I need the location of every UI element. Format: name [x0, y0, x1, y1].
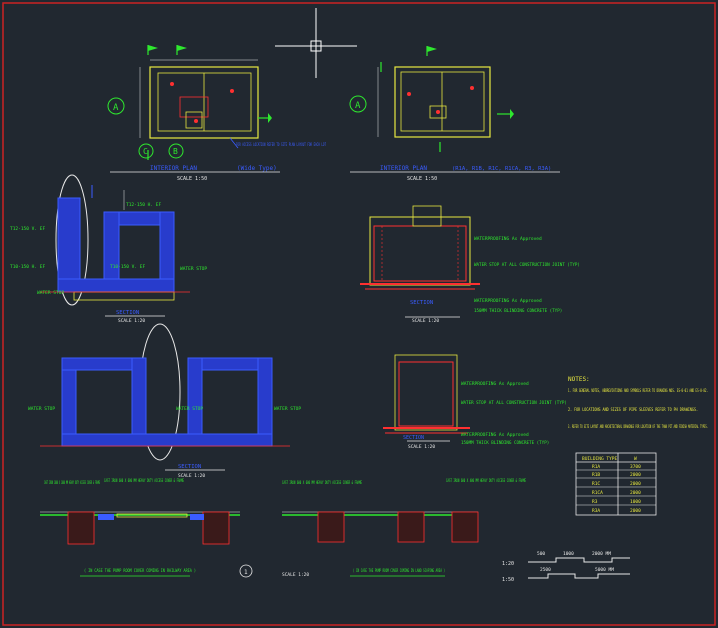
plan-2 — [349, 46, 560, 173]
water-stop-label-5: WATER STOP — [274, 406, 301, 412]
scale-bar-1-tick: 2000 MM — [592, 551, 611, 557]
section-1-title: SECTION — [116, 310, 139, 316]
table-cell-val: 3700 — [630, 464, 641, 470]
rebar-label-4: T10-150 V. EF — [110, 264, 146, 270]
waterproofing-1: WATERPROOFING As Approved — [474, 236, 542, 242]
scale-bar-1-label: 1:20 — [502, 561, 514, 567]
plan-1 — [107, 45, 280, 173]
water-stop-label-4: WATER STOP — [176, 406, 203, 412]
crosshair-cursor-icon — [275, 8, 357, 78]
table-cell-val: 2000 — [630, 481, 641, 487]
scale-bar-2-tick: 5000 MM — [595, 567, 614, 573]
grid-bubble-1: 1 — [244, 569, 248, 576]
building-type-table: BUILDING TYPE W R1A 3700 R1B 2000 R1C 20… — [575, 452, 657, 516]
table-cell-type: R1A — [592, 464, 600, 470]
cover-detail-1 — [40, 511, 240, 577]
grid-bubble-b-1: B — [173, 147, 178, 156]
plan-1-title: INTERIOR PLAN — [150, 165, 197, 172]
plan-1-note: FOR ACCESS LOCATION REFER TO SITE PLAN L… — [236, 142, 326, 148]
plan-2-title: INTERIOR PLAN — [380, 165, 427, 172]
table-cell-val: 2000 — [630, 508, 641, 514]
note-3: 3. REFER TO SITE LAYOUT AND ARCHITECTURA… — [568, 424, 708, 430]
scale-bar-2-tick: 2500 — [540, 567, 551, 573]
waterproofing-2: WATERPROOFING As Approved — [474, 298, 542, 304]
cover-detail-scale: SCALE 1:20 — [282, 572, 309, 578]
section-3-title: SECTION — [178, 464, 201, 470]
scale-bars: 1:20 1:50 500 1000 2000 MM 2500 5000 MM — [502, 551, 630, 583]
cover-note-1: ( IN CASE THE PUMP ROOM COVER COMING IN … — [84, 568, 196, 574]
water-stop-note-1: WATER STOP AT ALL CONSTRUCTION JOINT (TY… — [474, 262, 580, 267]
section-4-scale: SCALE 1:20 — [408, 444, 435, 450]
section-2 — [360, 205, 480, 318]
blinding-1: 150MM THICK BLINDING CONCRETE (TYP) — [474, 308, 562, 313]
section-2-title: SECTION — [410, 300, 433, 306]
table-header-val: W — [634, 456, 637, 462]
cover-note-2: ( IN CASE THE PUMP ROOM COVER COMING IN … — [353, 568, 445, 574]
section-3 — [40, 323, 290, 471]
plan-1-subtitle: (Wide Type) — [237, 165, 277, 172]
water-stop-label-1: WATER STOP — [37, 290, 64, 296]
table-cell-type: R3A — [592, 508, 600, 514]
grid-bubble-a-2: A — [355, 101, 361, 111]
note-1: 1. FOR GENERAL NOTES, ABBREVIATIONS AND … — [568, 388, 708, 394]
table-cell-type: R1B — [592, 472, 600, 478]
waterproofing-3: WATERPROOFING As Approved — [461, 381, 529, 387]
cast-iron-1: CAST IRON 1000 X 1000 MM HEAVY DUTY ACCE… — [44, 480, 100, 485]
cast-iron-4: CAST IRON 600 X 400 MM HEAVY DUTY ACCESS… — [446, 478, 526, 483]
rebar-label-2: T12-150 H. EF — [126, 202, 162, 208]
water-stop-label-2: WATER STOP — [180, 266, 207, 272]
section-2-scale: SCALE 1:20 — [412, 318, 439, 324]
water-stop-label-3: WATER STOP — [28, 406, 55, 412]
blinding-2: 150MM THICK BLINDING CONCRETE (TYP) — [461, 440, 549, 445]
detail-marker-icon — [239, 564, 253, 578]
plan-2-subtitle: (R1A, R1B, R1C, R1CA, R3, R3A) — [452, 166, 551, 172]
table-cell-val: 2000 — [630, 472, 641, 478]
cast-iron-2: CAST IRON 600 X 600 MM HEAVY DUTY ACCESS… — [104, 478, 184, 483]
water-stop-note-2: WATER STOP AT ALL CONSTRUCTION JOINT (TY… — [461, 400, 567, 405]
rebar-label-3: T10-150 H. EF — [10, 264, 46, 270]
table-cell-type: R1C — [592, 481, 600, 487]
grid-bubble-a-1: A — [113, 103, 119, 113]
scale-bar-1-tick: 1000 — [563, 551, 574, 557]
cast-iron-3: CAST IRON 600 X 600 MM HEAVY DUTY ACCESS… — [282, 480, 362, 485]
table-cell-type: R1CA — [592, 490, 603, 496]
plan-2-scale: SCALE 1:50 — [407, 176, 437, 182]
notes-title: NOTES: — [568, 376, 590, 383]
scale-bar-2-label: 1:50 — [502, 577, 514, 583]
rebar-label-1: T12-150 V. EF — [10, 226, 46, 232]
cover-detail-2 — [282, 511, 479, 577]
section-3-scale: SCALE 1:20 — [178, 473, 205, 479]
plan-1-scale: SCALE 1:50 — [177, 176, 207, 182]
waterproofing-4: WATERPROOFING As Approved — [461, 432, 529, 438]
table-header-type: BUILDING TYPE — [582, 456, 618, 462]
table-cell-val: 2000 — [630, 490, 641, 496]
table-cell-val: 1000 — [630, 499, 641, 505]
scale-bar-1-tick: 500 — [537, 551, 545, 557]
section-1-scale: SCALE 1:20 — [118, 318, 145, 324]
section-1 — [40, 174, 190, 317]
grid-bubble-c-1: C — [143, 147, 148, 156]
note-2: 2. FOR LOCATIONS AND SIZES OF PIPE SLEEV… — [568, 407, 698, 413]
table-cell-type: R3 — [592, 499, 598, 505]
section-4 — [383, 354, 470, 442]
section-4-title: SECTION — [403, 435, 424, 441]
